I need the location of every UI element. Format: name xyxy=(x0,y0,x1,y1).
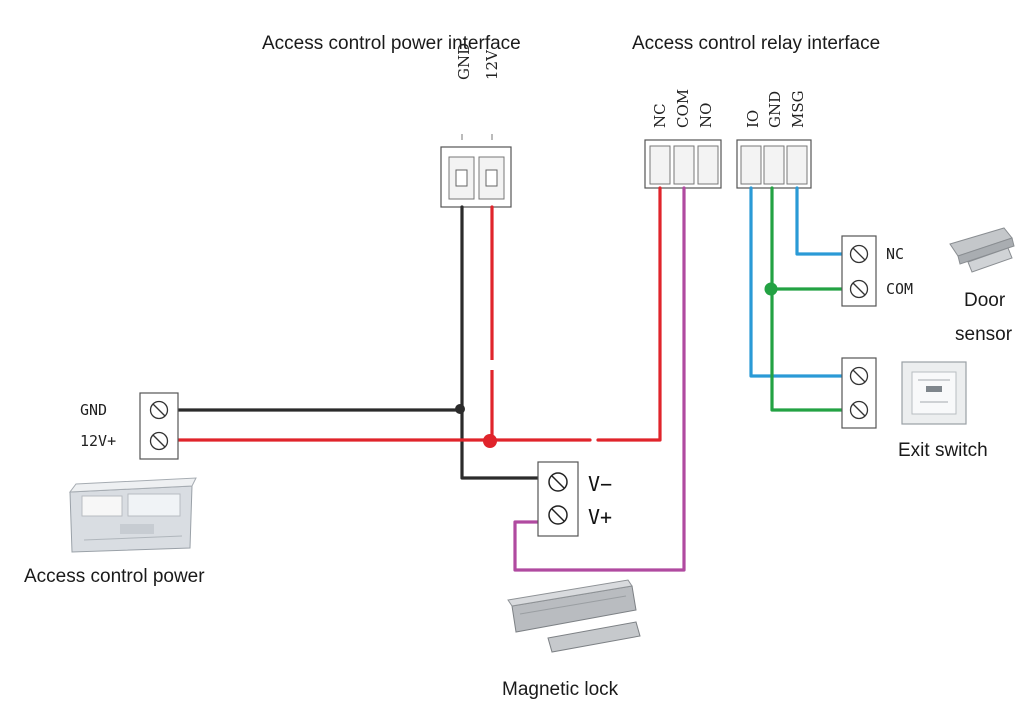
magnetic-lock-image xyxy=(507,579,641,653)
door-sensor-nc-label: NC xyxy=(886,245,904,263)
lock-vminus-label: V− xyxy=(588,472,612,496)
screw-slot xyxy=(152,403,166,417)
magnetic-lock-caption: Magnetic lock xyxy=(502,679,619,700)
relay-slot-io xyxy=(740,145,762,185)
access-power-caption: Access control power xyxy=(24,566,205,587)
wire-gnd-green xyxy=(770,186,844,412)
relay-pin-gnd-label: GND xyxy=(766,91,784,128)
wire-crossover-gap xyxy=(484,360,500,370)
relay-connector-right: IO GND MSG xyxy=(736,90,812,189)
door-sensor-caption-line1: Door xyxy=(964,290,1006,311)
power-interface-connector: GND 12V xyxy=(440,43,512,208)
screw-slot xyxy=(852,247,866,261)
power-pin-gnd-label: GND xyxy=(455,43,473,80)
power-interface-title: Access control power interface xyxy=(262,33,521,54)
relay-slot-msg xyxy=(786,145,808,185)
relay-slot-no xyxy=(697,145,719,185)
junction-green xyxy=(764,282,778,296)
relay-pin-nc-label: NC xyxy=(651,103,669,128)
door-sensor-image xyxy=(949,227,1015,273)
relay-connector-left: NC COM NO xyxy=(644,89,722,189)
power-pin-12v-label: 12V xyxy=(483,49,501,80)
wire-12v-to-relay-nc xyxy=(596,186,662,442)
door-sensor-caption-line2: sensor xyxy=(955,324,1013,345)
terminal-gnd-label: GND xyxy=(80,401,107,419)
relay-interface-title: Access control relay interface xyxy=(632,33,880,54)
wire-gnd-black xyxy=(176,205,464,412)
relay-slot-gnd xyxy=(763,145,785,185)
terminal-12v-label: 12V+ xyxy=(80,432,116,450)
slot-contact xyxy=(455,169,468,187)
exit-switch-terminal-block xyxy=(841,357,877,429)
door-sensor-com-label: COM xyxy=(886,280,913,298)
slot-contact xyxy=(485,169,498,187)
junction-gnd xyxy=(455,404,465,414)
wire-com-purple xyxy=(513,186,686,572)
screw-slot xyxy=(551,508,565,522)
relay-slot-com xyxy=(673,145,695,185)
wire-gnd-to-lock xyxy=(460,408,540,480)
screw-slot xyxy=(551,475,565,489)
power-supply-image xyxy=(68,477,197,553)
relay-slot-nc xyxy=(649,145,671,185)
exit-switch-caption: Exit switch xyxy=(898,440,988,461)
relay-pin-com-label: COM xyxy=(674,89,692,128)
screw-slot xyxy=(852,369,866,383)
screw-slot xyxy=(852,403,866,417)
relay-pin-no-label: NO xyxy=(697,103,715,128)
exit-switch-image xyxy=(901,361,967,425)
lock-vplus-label: V+ xyxy=(588,505,612,529)
relay-pin-msg-label: MSG xyxy=(789,90,807,128)
power-supply-terminal-block: GND 12V+ xyxy=(80,392,179,460)
lock-terminal-block: V− V+ xyxy=(537,461,612,537)
junction-12v xyxy=(483,434,497,448)
screw-slot xyxy=(152,434,166,448)
door-sensor-terminal-block: NC COM xyxy=(841,235,913,307)
screw-slot xyxy=(852,282,866,296)
relay-pin-io-label: IO xyxy=(744,110,762,128)
wire-msg-blue xyxy=(795,186,844,256)
wire-io-blue xyxy=(749,186,844,378)
